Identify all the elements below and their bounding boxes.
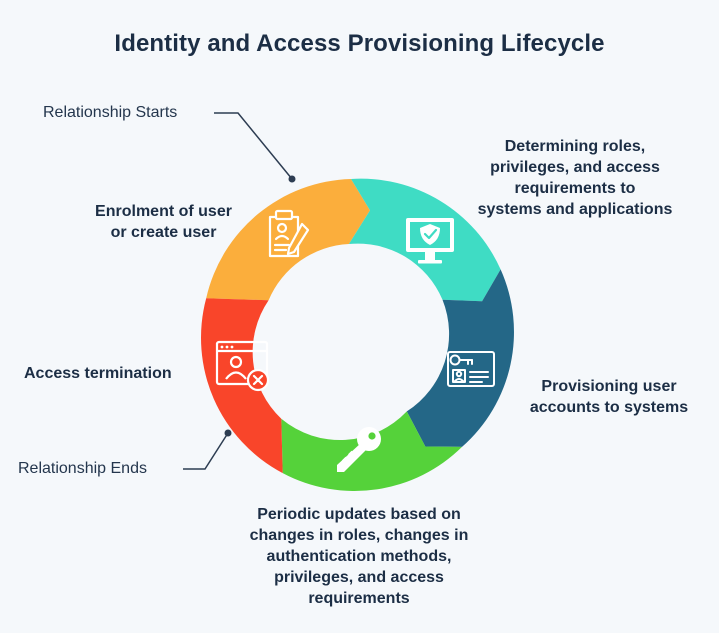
relationship-starts-dot [288,175,296,183]
stage-label-determining-roles: Determining roles, privileges, and acces… [477,138,673,218]
page-title: Identity and Access Provisioning Lifecyc… [114,30,605,57]
segment-access-termination [201,298,283,474]
monitor-shield-icon [406,218,454,264]
key-icon [337,427,381,472]
stage-label-periodic-updates: Periodic updates based on changes in rol… [249,506,469,607]
segment-periodic-updates [281,411,462,492]
id-card-key-icon [447,351,495,387]
relationship-starts-connector [214,112,293,180]
document-pen-icon [268,209,310,258]
relationship-starts-label: Relationship Starts [43,104,178,121]
relationship-ends-dot [224,429,232,437]
relationship-ends-label: Relationship Ends [18,460,147,477]
stage-label-access-termination: Access termination [24,365,172,382]
stage-label-enrolment: Enrolment of user or create user [95,203,232,241]
user-window-x-icon [215,340,270,392]
segment-provisioning [406,269,514,447]
stage-label-provisioning: Provisioning user accounts to systems [529,378,689,416]
relationship-ends-connector [183,432,229,470]
